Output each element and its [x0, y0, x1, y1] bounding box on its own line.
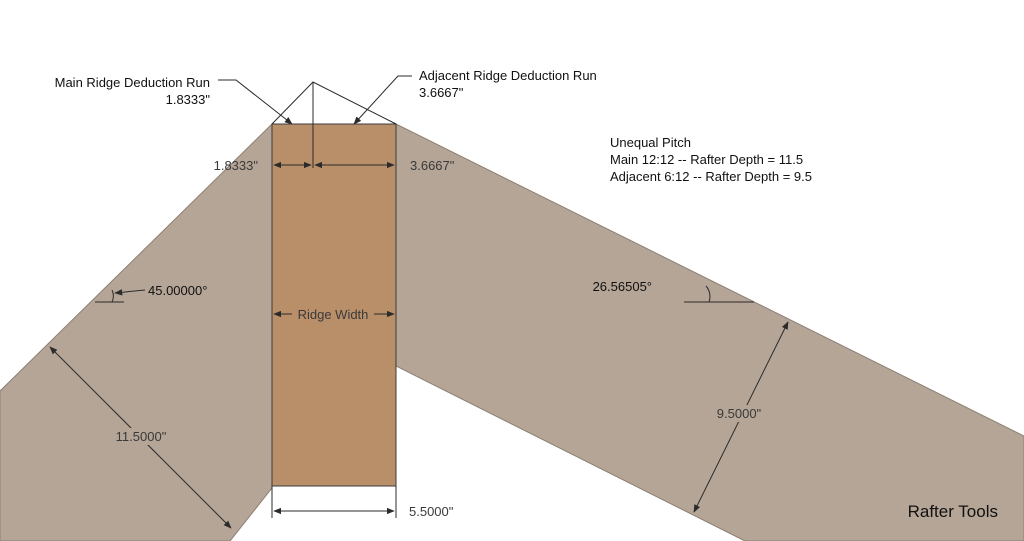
main-angle-marker [95, 289, 124, 303]
main-depth-label-bg [110, 428, 172, 445]
adjacent-depth-label-bg [710, 405, 768, 422]
left-run-label: 1.8333" [214, 158, 259, 173]
main-rafter [0, 122, 273, 541]
adjacent-angle-marker [684, 285, 754, 303]
ridge-thickness-label: 5.5000" [409, 504, 454, 519]
info-main-line: Main 12:12 -- Rafter Depth = 11.5 [610, 152, 803, 167]
info-adjacent-line: Adjacent 6:12 -- Rafter Depth = 9.5 [610, 169, 812, 184]
main-angle-label: 45.00000° [148, 283, 207, 298]
ridge-board [271, 123, 397, 487]
adjacent-ridge-value: 3.6667" [419, 85, 464, 100]
info-heading: Unequal Pitch [610, 135, 691, 150]
adjacent-rafter [395, 123, 1024, 541]
main-ridge-value: 1.8333" [166, 92, 211, 107]
adjacent-depth-label: 9.5000" [717, 406, 762, 421]
adjacent-ridge-leader [353, 75, 412, 125]
main-ridge-title: Main Ridge Deduction Run [55, 75, 210, 90]
main-ridge-leader [218, 79, 293, 125]
ridge-width-label: Ridge Width [298, 307, 369, 322]
right-run-label: 3.6667" [410, 158, 455, 173]
ridge-thickness-ext [271, 486, 397, 518]
brand-label: Rafter Tools [908, 502, 998, 521]
main-angle-pointer [114, 289, 146, 296]
main-depth-label: 11.5000" [116, 429, 167, 444]
adjacent-angle-label: 26.56505° [593, 279, 652, 294]
peak-lines [271, 81, 397, 168]
adjacent-ridge-title: Adjacent Ridge Deduction Run [419, 68, 597, 83]
